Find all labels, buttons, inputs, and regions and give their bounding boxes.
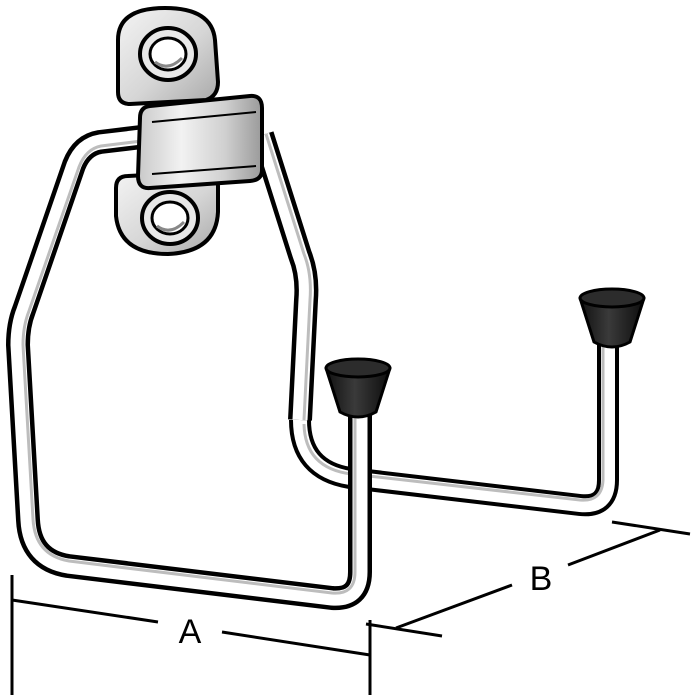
main-loop xyxy=(6,123,372,611)
front-rubber-cap xyxy=(324,357,392,419)
dimension-b-label: B xyxy=(530,560,553,598)
rear-rubber-cap xyxy=(578,287,646,349)
lower-screw-hole xyxy=(140,190,200,246)
dimension-a-label: A xyxy=(179,613,202,651)
upper-screw-hole xyxy=(138,26,198,82)
dimension-a: A xyxy=(10,575,372,695)
dimension-b: B xyxy=(365,520,691,638)
